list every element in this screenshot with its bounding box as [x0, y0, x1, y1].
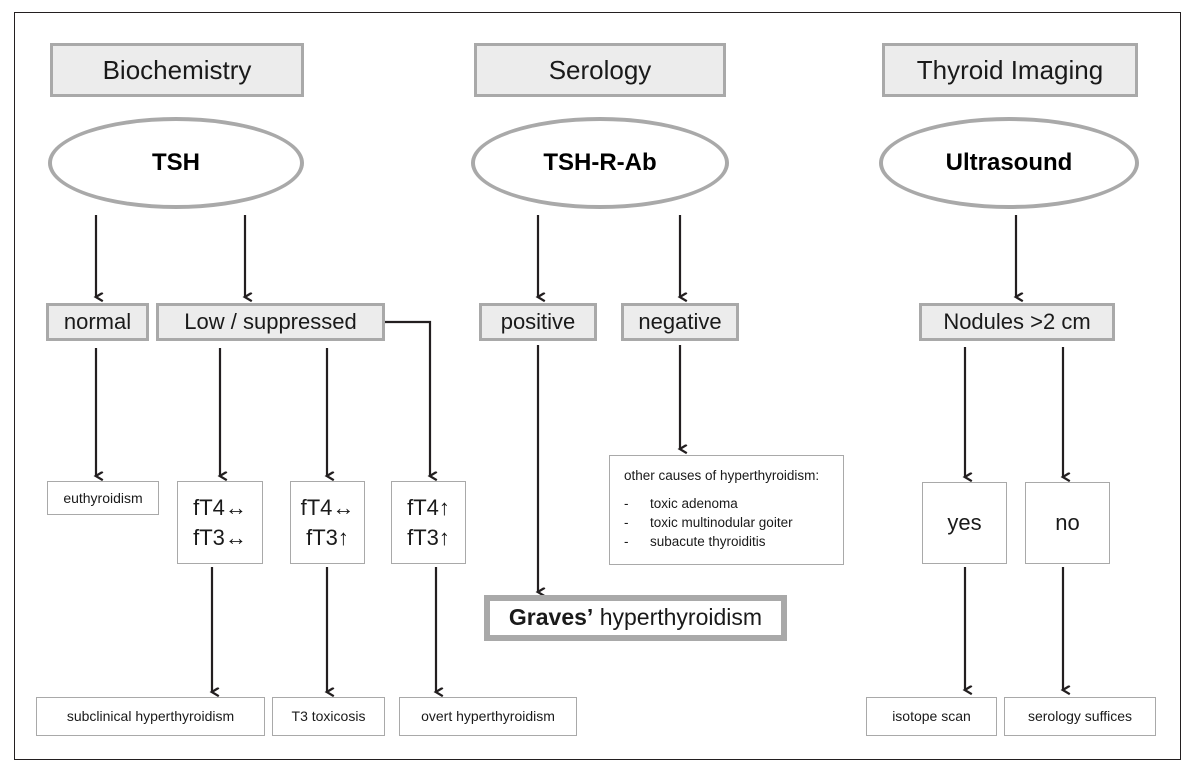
lab-ft4-up-ft3-up: fT4↑ fT3↑ [391, 481, 466, 564]
other-causes-list: - toxic adenoma - toxic multinodular goi… [624, 494, 829, 551]
lab-ft4-norm-ft3-norm: fT4↔ fT3↔ [177, 481, 263, 564]
list-item-label: toxic adenoma [650, 496, 738, 511]
bullet-dash: - [624, 515, 629, 531]
list-item-label: subacute thyroiditis [650, 534, 766, 550]
lab-line-1: fT4↔ [300, 495, 355, 521]
lab-line-2: fT3↔ [193, 524, 247, 550]
other-causes-title: other causes of hyperthyroidism: [624, 468, 820, 483]
diagnosis-graves-hyperthyroidism: Graves’ hyperthyroidism [484, 595, 787, 641]
answer-no: no [1025, 482, 1110, 564]
result-normal: normal [46, 303, 149, 341]
diagnosis-overt-hyperthyroidism: overt hyperthyroidism [399, 697, 577, 736]
list-item: - subacute thyroiditis [624, 532, 829, 551]
ellipse-ultrasound-label: Ultrasound [945, 149, 1073, 176]
lab-line-1: fT4↑ [407, 495, 450, 521]
action-serology-suffices: serology suffices [1004, 697, 1156, 736]
bullet-dash: - [624, 496, 629, 511]
column-header-biochemistry: Biochemistry [50, 43, 304, 97]
ellipse-tsh-label: TSH [152, 149, 200, 176]
column-header-thyroid-imaging: Thyroid Imaging [882, 43, 1138, 97]
column-header-serology: Serology [474, 43, 726, 97]
other-causes-box: other causes of hyperthyroidism: - toxic… [609, 455, 844, 565]
ellipse-ultrasound: Ultrasound [879, 117, 1139, 209]
result-low-suppressed: Low / suppressed [156, 303, 385, 341]
diagnosis-subclinical-hyperthyroidism: subclinical hyperthyroidism [36, 697, 265, 736]
answer-yes: yes [922, 482, 1007, 564]
diagnosis-t3-toxicosis: T3 toxicosis [272, 697, 385, 736]
graves-rest-part: hyperthyroidism [593, 604, 763, 631]
lab-ft4-norm-ft3-up: fT4↔ fT3↑ [290, 481, 365, 564]
lab-line-1: fT4↔ [193, 495, 247, 521]
list-item: - toxic adenoma [624, 494, 829, 513]
finding-nodules: Nodules >2 cm [919, 303, 1115, 341]
bullet-dash: - [624, 534, 629, 550]
result-positive: positive [479, 303, 597, 341]
action-isotope-scan: isotope scan [866, 697, 997, 736]
ellipse-tsh-r-ab: TSH-R-Ab [471, 117, 729, 209]
ellipse-tsh: TSH [48, 117, 304, 209]
graves-label: Graves’ hyperthyroidism [509, 604, 762, 631]
ellipse-tsh-r-ab-label: TSH-R-Ab [543, 149, 657, 176]
outcome-euthyroidism: euthyroidism [47, 481, 159, 515]
lab-line-2: fT3↑ [407, 524, 450, 550]
list-item: - toxic multinodular goiter [624, 513, 829, 532]
result-negative: negative [621, 303, 739, 341]
graves-bold-part: Graves’ [508, 604, 594, 631]
lab-line-2: fT3↑ [306, 524, 349, 550]
list-item-label: toxic multinodular goiter [650, 515, 793, 531]
